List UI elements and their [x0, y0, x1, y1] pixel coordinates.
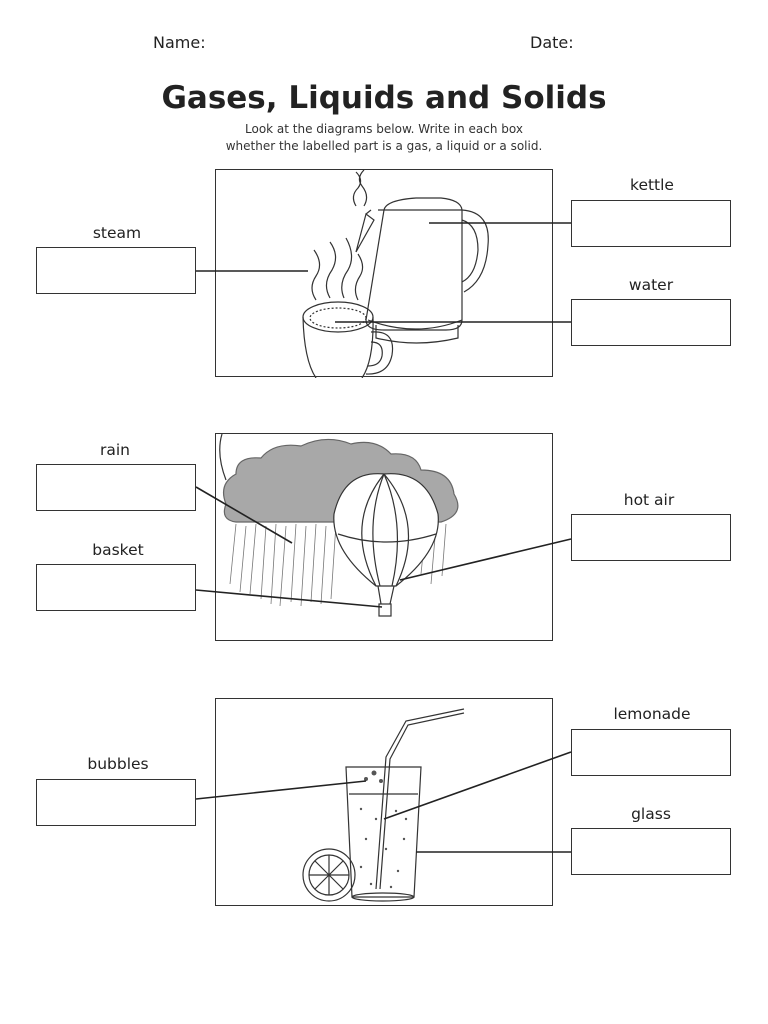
answer-box-bubbles[interactable] [36, 779, 196, 826]
answer-box-hot-air[interactable] [571, 514, 731, 561]
date-label: Date: [530, 33, 574, 52]
page-title: Gases, Liquids and Solids [161, 80, 607, 116]
answer-box-basket[interactable] [36, 564, 196, 611]
kettle-diagram-frame [215, 169, 553, 378]
lemonade-glass-illustration [345, 708, 465, 902]
label-lemonade: lemonade [613, 705, 691, 723]
label-glass: glass [631, 805, 671, 823]
lemonade-illustration [302, 708, 465, 902]
balloon-diagram-frame [215, 433, 553, 641]
answer-box-steam[interactable] [36, 247, 196, 294]
lemonade-diagram-frame [215, 698, 553, 906]
kettle-tea-illustration [302, 170, 489, 378]
rain-balloon-illustration [219, 434, 459, 617]
answer-box-water[interactable] [571, 299, 731, 346]
tea-cup-illustration [302, 237, 394, 378]
label-hot-air: hot air [623, 491, 675, 509]
instructions-line-1: Look at the diagrams below. Write in eac… [245, 122, 523, 136]
instructions-line-2: whether the labelled part is a gas, a li… [225, 139, 543, 153]
label-kettle: kettle [630, 176, 674, 194]
kettle-illustration [352, 170, 489, 344]
answer-box-rain[interactable] [36, 464, 196, 511]
label-basket: basket [92, 541, 144, 559]
hot-air-balloon-illustration [333, 473, 439, 617]
label-water: water [628, 276, 674, 294]
label-steam: steam [92, 224, 142, 242]
answer-box-lemonade[interactable] [571, 729, 731, 776]
label-bubbles: bubbles [87, 755, 149, 773]
label-rain: rain [99, 441, 130, 459]
answer-box-glass[interactable] [571, 828, 731, 875]
lemon-slice-illustration [302, 848, 356, 902]
answer-box-kettle[interactable] [571, 200, 731, 247]
name-label: Name: [153, 33, 206, 52]
